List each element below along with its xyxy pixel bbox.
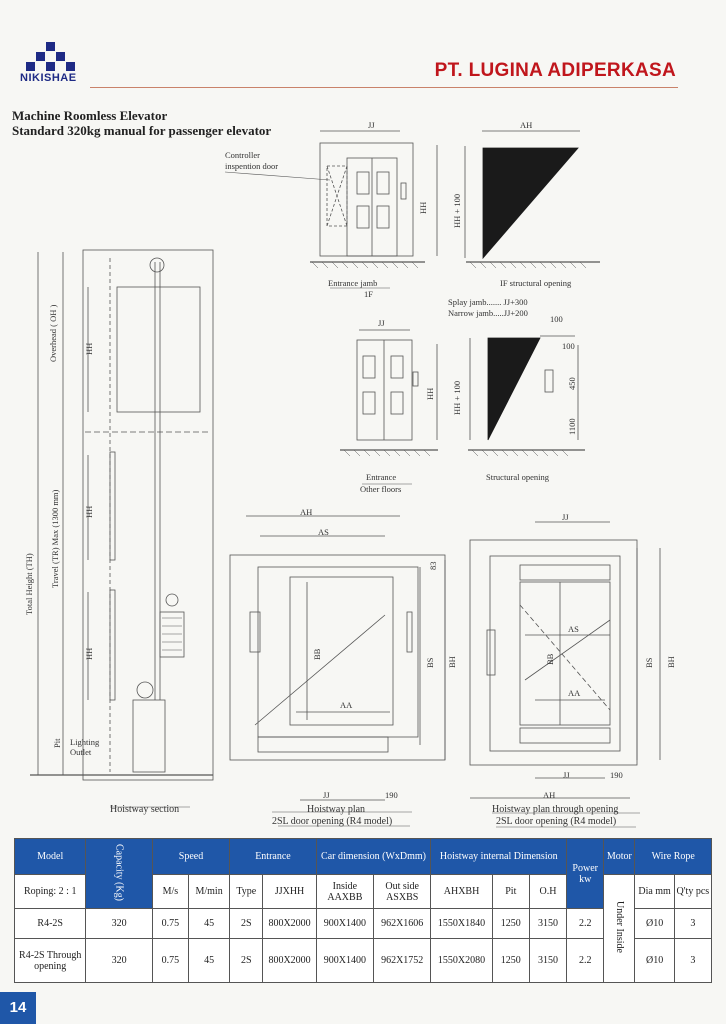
company-name: PT. LUGINA ADIPERKASA (434, 60, 676, 81)
th-outside: Out side ASXBS (373, 874, 432, 909)
entrance-jamb-drawing (224, 130, 438, 289)
plan1-title: Hoistway plan (307, 804, 366, 815)
th-ms: M/s (151, 874, 189, 909)
ah-label-top: AH (520, 120, 533, 130)
th-inside: Inside AAXBB (315, 874, 375, 909)
logo-text: NIKISHAE (20, 72, 77, 84)
page-number: 14 (0, 992, 36, 1024)
hoistway-plan-through-drawing (469, 521, 661, 828)
ah-label-plan2: AH (543, 790, 556, 800)
hoistway-plan-drawing (229, 515, 446, 827)
jj-label-other: JJ (378, 318, 385, 328)
bs-label-plan2: BS (644, 657, 654, 668)
as-label-plan2: AS (568, 624, 579, 634)
dim-450: 450 (567, 377, 577, 390)
dim-83: 83 (428, 561, 438, 571)
entrance-other-label-2: Other floors (360, 484, 402, 494)
plan2-title: Hoistway plan through opening (492, 804, 619, 815)
dim-190-plan2: 190 (610, 770, 623, 780)
technical-drawings (30, 130, 661, 828)
structural-opening-drawing (468, 335, 585, 457)
th-dia: Dia mm (634, 874, 675, 909)
pit-label: Pit (52, 738, 62, 748)
th-oh: O.H (528, 874, 568, 909)
th-capacity: Capacity (Kg) (85, 838, 153, 909)
hh100-label-2: HH + 100 (452, 380, 462, 415)
th-mmin: M/min (187, 874, 231, 909)
plan1-subtitle: 2SL door opening (R4 model) (272, 816, 393, 827)
hoistway-section-drawing (30, 249, 214, 808)
bh-label-plan2: BH (666, 656, 676, 668)
th-car-dim: Car dimension (WxDmm) (315, 838, 432, 875)
ah-label-plan1: AH (300, 507, 313, 517)
jj-label-plan2-top: JJ (562, 512, 569, 522)
th-hoist-dim: Hoistway internal Dimension (430, 838, 568, 875)
controller-label-1: Controller (225, 150, 260, 160)
overhead-label: Overhead ( OH ) (48, 304, 58, 362)
total-height-label: Total Height (TH) (24, 553, 34, 615)
th-type: Type (229, 874, 264, 909)
page-title: Machine Roomless Elevator Standard 320kg… (12, 108, 271, 138)
th-wire: Wire Rope (634, 838, 712, 875)
title-line-1: Machine Roomless Elevator (12, 108, 168, 123)
plan2-subtitle: 2SL door opening (R4 model) (496, 816, 617, 827)
hh-label-section-1: HH (84, 342, 94, 355)
hh-label-1: HH (418, 201, 428, 214)
th-ahxbh: AHXBH (430, 874, 493, 909)
motor-note: Under Inside (603, 874, 636, 983)
header-rule (90, 87, 678, 88)
lighting-label-2: Outlet (70, 747, 92, 757)
hh-label-2: HH (425, 387, 435, 400)
th-jjxhh: JJXHH (262, 874, 317, 909)
dim-100-b: 100 (562, 341, 575, 351)
th-roping: Roping: 2 : 1 (13, 874, 87, 909)
aa-label-plan2: AA (568, 688, 581, 698)
th-speed: Speed (151, 838, 231, 875)
dim-100-a: 100 (550, 314, 563, 324)
jj-label-plan1: JJ (323, 790, 330, 800)
as-label-plan1: AS (318, 527, 329, 537)
entrance-jamb-label: Entrance jamb (328, 278, 378, 288)
dim-1100: 1100 (567, 418, 577, 435)
spec-table: Model Capacity (Kg) Speed Entrance Car d… (13, 838, 713, 983)
bs-label-plan1: BS (425, 657, 435, 668)
table-row: R4-2S Through opening 320 0.75 45 2S 800… (13, 938, 713, 983)
hh-label-section-2: HH (84, 505, 94, 518)
bb-label-plan1: BB (312, 648, 322, 660)
floor-1f-label: 1F (364, 289, 373, 299)
th-motor: Motor (603, 838, 636, 875)
narrow-jamb-label: Narrow jamb.....JJ+200 (448, 308, 528, 318)
aa-label-plan1: AA (340, 700, 353, 710)
bb-label-plan2: BB (545, 653, 555, 665)
lighting-label-1: Lighting (70, 737, 100, 747)
th-pit: Pit (491, 874, 530, 909)
hoistway-section-label: Hoistway section (110, 804, 180, 815)
jj-label-top: JJ (368, 120, 375, 130)
title-line-2: Standard 320kg manual for passenger elev… (12, 123, 272, 138)
entrance-other-floors-drawing (340, 329, 438, 485)
if-structural-opening-drawing (464, 130, 600, 269)
th-qty: Q'ty pcs (673, 874, 713, 909)
if-structural-label: IF structural opening (500, 278, 572, 288)
bh-label-plan1: BH (447, 656, 457, 668)
th-entrance: Entrance (229, 838, 317, 875)
travel-label: Travel (TR) Max (1300 mm) (50, 489, 60, 588)
th-model: Model (13, 838, 87, 875)
th-power: Power kw (566, 838, 605, 909)
structural-opening-label: Structural opening (486, 472, 550, 482)
dim-190-plan1: 190 (385, 790, 398, 800)
entrance-other-label-1: Entrance (366, 472, 397, 482)
hh100-label-1: HH + 100 (452, 193, 462, 228)
splay-jamb-label: Splay jamb....... JJ+300 (448, 297, 528, 307)
controller-label-2: inspention door (225, 161, 279, 171)
hh-label-section-3: HH (84, 647, 94, 660)
jj-label-plan2-bottom: JJ (563, 770, 570, 780)
